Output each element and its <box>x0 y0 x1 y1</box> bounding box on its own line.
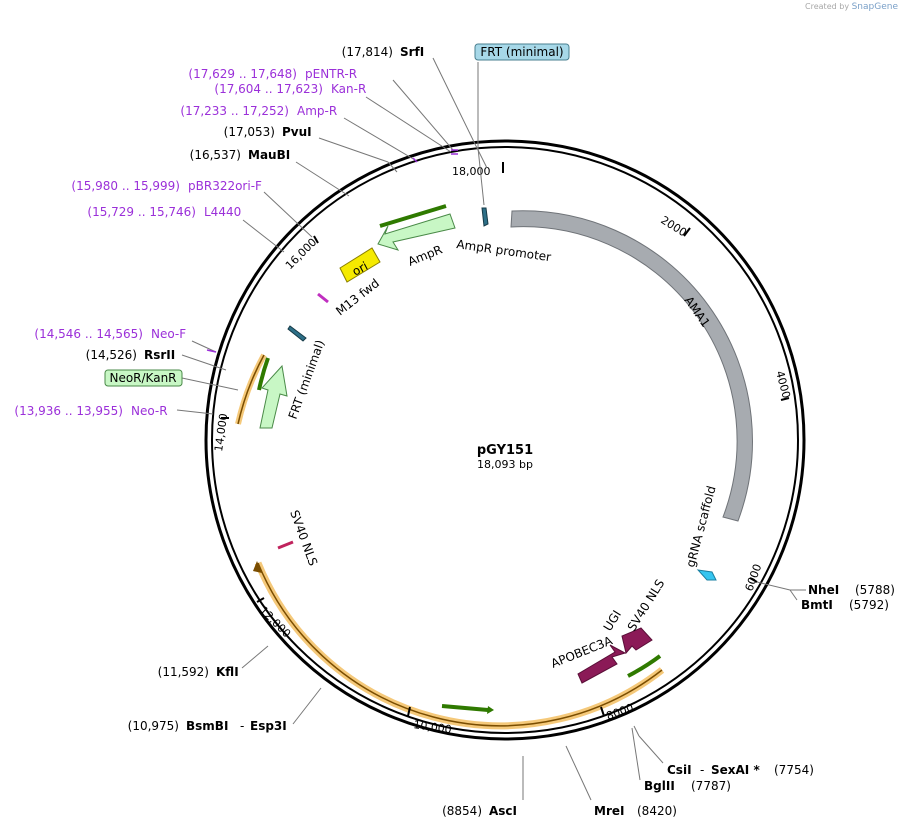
site-bmti-pos: (5792) <box>849 598 889 612</box>
ampr-orf-arrow[interactable] <box>379 204 447 228</box>
ori-feature[interactable] <box>339 247 381 283</box>
site-bsmbi-name[interactable]: BsmBI <box>186 719 228 733</box>
site-esp3i-name[interactable]: Esp3I <box>250 719 287 733</box>
orf-arrow-bottom-head <box>487 706 494 714</box>
site-csii-sep: - <box>700 763 704 777</box>
frt-top-boxed-label[interactable] <box>474 43 570 61</box>
frt-left-label: FRT (minimal) <box>286 338 328 421</box>
m13-fwd-label: M13 fwd <box>333 276 382 318</box>
site-rsrii-pos: (14,526) <box>86 348 137 362</box>
ampr-feature[interactable] <box>377 213 456 251</box>
tick-label-14000: 14,000 <box>212 412 230 452</box>
site-mrei-pos: (8420) <box>637 804 677 818</box>
frt-left-feature[interactable] <box>287 325 307 342</box>
tick-label-10000: 10,000 <box>413 718 453 736</box>
frt-top-boxed-text: FRT (minimal) <box>480 45 563 59</box>
backbone-inner <box>211 146 799 734</box>
site-rsrii-name[interactable]: RsrII <box>144 348 175 362</box>
primer-neo-f-range: (14,546 .. 14,565) <box>34 327 143 341</box>
sv40-nls-left-marker[interactable] <box>277 540 294 550</box>
apobec3a-feature[interactable] <box>577 644 627 684</box>
neor-arrowhead <box>253 561 262 573</box>
ugi-label: UGI <box>601 608 624 634</box>
grna-scaffold-arrow[interactable] <box>696 569 717 581</box>
ugi-feature[interactable] <box>621 627 653 655</box>
sv40-nls-label: SV40 NLS <box>625 577 668 634</box>
ampr-promoter-label: AmpR promoter <box>456 237 552 264</box>
tick-label-18000: 18,000 <box>452 165 491 178</box>
primer-neo-r-range: (13,936 .. 13,955) <box>14 404 123 418</box>
primer-amp-r-name[interactable]: Amp-R <box>297 104 337 118</box>
site-maubi-pos: (16,537) <box>190 148 241 162</box>
site-maubi-name[interactable]: MauBI <box>248 148 290 162</box>
site-mrei-name[interactable]: MreI <box>594 804 624 818</box>
ama1-feature-arc[interactable] <box>510 210 753 522</box>
neor-left-arc-line <box>237 354 265 425</box>
neor-kanr-boxed-label[interactable] <box>104 369 183 387</box>
site-sexai-name[interactable]: SexAI * <box>711 763 760 777</box>
orf-arrow-bottom[interactable] <box>441 704 489 712</box>
orf-arrow-left[interactable] <box>257 357 270 391</box>
snapgene-brand: SnapGene <box>851 2 898 12</box>
snapgene-credit: Created by SnapGene <box>805 2 898 12</box>
frt-top-feature[interactable] <box>481 207 489 227</box>
tick-label-2000: 2000 <box>658 214 689 240</box>
primer-pentr-r-name[interactable]: pENTR-R <box>305 67 357 81</box>
primer-pentr-r-range: (17,629 .. 17,648) <box>188 67 297 81</box>
site-bglii-pos: (7787) <box>691 779 731 793</box>
site-csii-name[interactable]: CsiI <box>667 763 692 777</box>
primer-pbr322ori-f-range: (15,980 .. 15,999) <box>71 179 180 193</box>
site-bsmbi-sep: - <box>240 719 244 733</box>
primer-amp-r-range: (17,233 .. 17,252) <box>180 104 289 118</box>
ampr-label: AmpR <box>406 242 444 268</box>
credit-prefix: Created by <box>805 2 850 11</box>
site-bsmbi-pos: (10,975) <box>128 719 179 733</box>
sv40-nls-left-label: SV40 NLS <box>287 508 320 567</box>
site-kfli-name[interactable]: KflI <box>216 665 239 679</box>
primer-l4440-name[interactable]: L4440 <box>204 205 241 219</box>
primer-markers <box>206 149 458 353</box>
primer-neo-r-name[interactable]: Neo-R <box>131 404 168 418</box>
tick-label-16000: 16,000 <box>283 236 319 272</box>
site-srfi-name[interactable]: SrfI <box>400 45 424 59</box>
plasmid-name: pGY151 <box>477 443 533 458</box>
site-bglii-name[interactable]: BglII <box>644 779 675 793</box>
site-asci-pos: (8854) <box>442 804 482 818</box>
neor-kanr-arc-line <box>257 562 663 727</box>
site-pvui-pos: (17,053) <box>224 125 275 139</box>
tick-marks <box>221 162 790 717</box>
primer-neo-f-name[interactable]: Neo-F <box>151 327 186 341</box>
ori-label: ori <box>350 259 370 279</box>
plasmid-length: 18,093 bp <box>477 458 533 471</box>
site-nhei-name[interactable]: NheI <box>808 583 839 597</box>
site-kfli-pos: (11,592) <box>158 665 209 679</box>
site-bmti-name[interactable]: BmtI <box>801 598 833 612</box>
primer-kan-r-name[interactable]: Kan-R <box>331 82 366 96</box>
site-srfi-pos: (17,814) <box>342 45 393 59</box>
site-asci-name[interactable]: AscI <box>489 804 517 818</box>
m13-fwd-marker[interactable] <box>317 292 329 304</box>
backbone-outer <box>204 139 806 741</box>
neor-kanr-arrow[interactable] <box>259 364 288 429</box>
site-pvui-name[interactable]: PvuI <box>282 125 312 139</box>
site-nhei-pos: (5788) <box>855 583 895 597</box>
grna-scaffold-label: gRNA scaffold <box>683 484 718 568</box>
site-csii-pos: (7754) <box>774 763 814 777</box>
primer-l4440-range: (15,729 .. 15,746) <box>87 205 196 219</box>
primer-kan-r-range: (17,604 .. 17,623) <box>214 82 323 96</box>
orf-arrow-right[interactable] <box>627 654 662 678</box>
primer-pbr322ori-f-name[interactable]: pBR322ori-F <box>188 179 262 193</box>
tick-label-6000: 6000 <box>743 562 765 593</box>
neor-kanr-boxed-text: NeoR/KanR <box>109 371 176 385</box>
leader-lines <box>176 57 806 801</box>
